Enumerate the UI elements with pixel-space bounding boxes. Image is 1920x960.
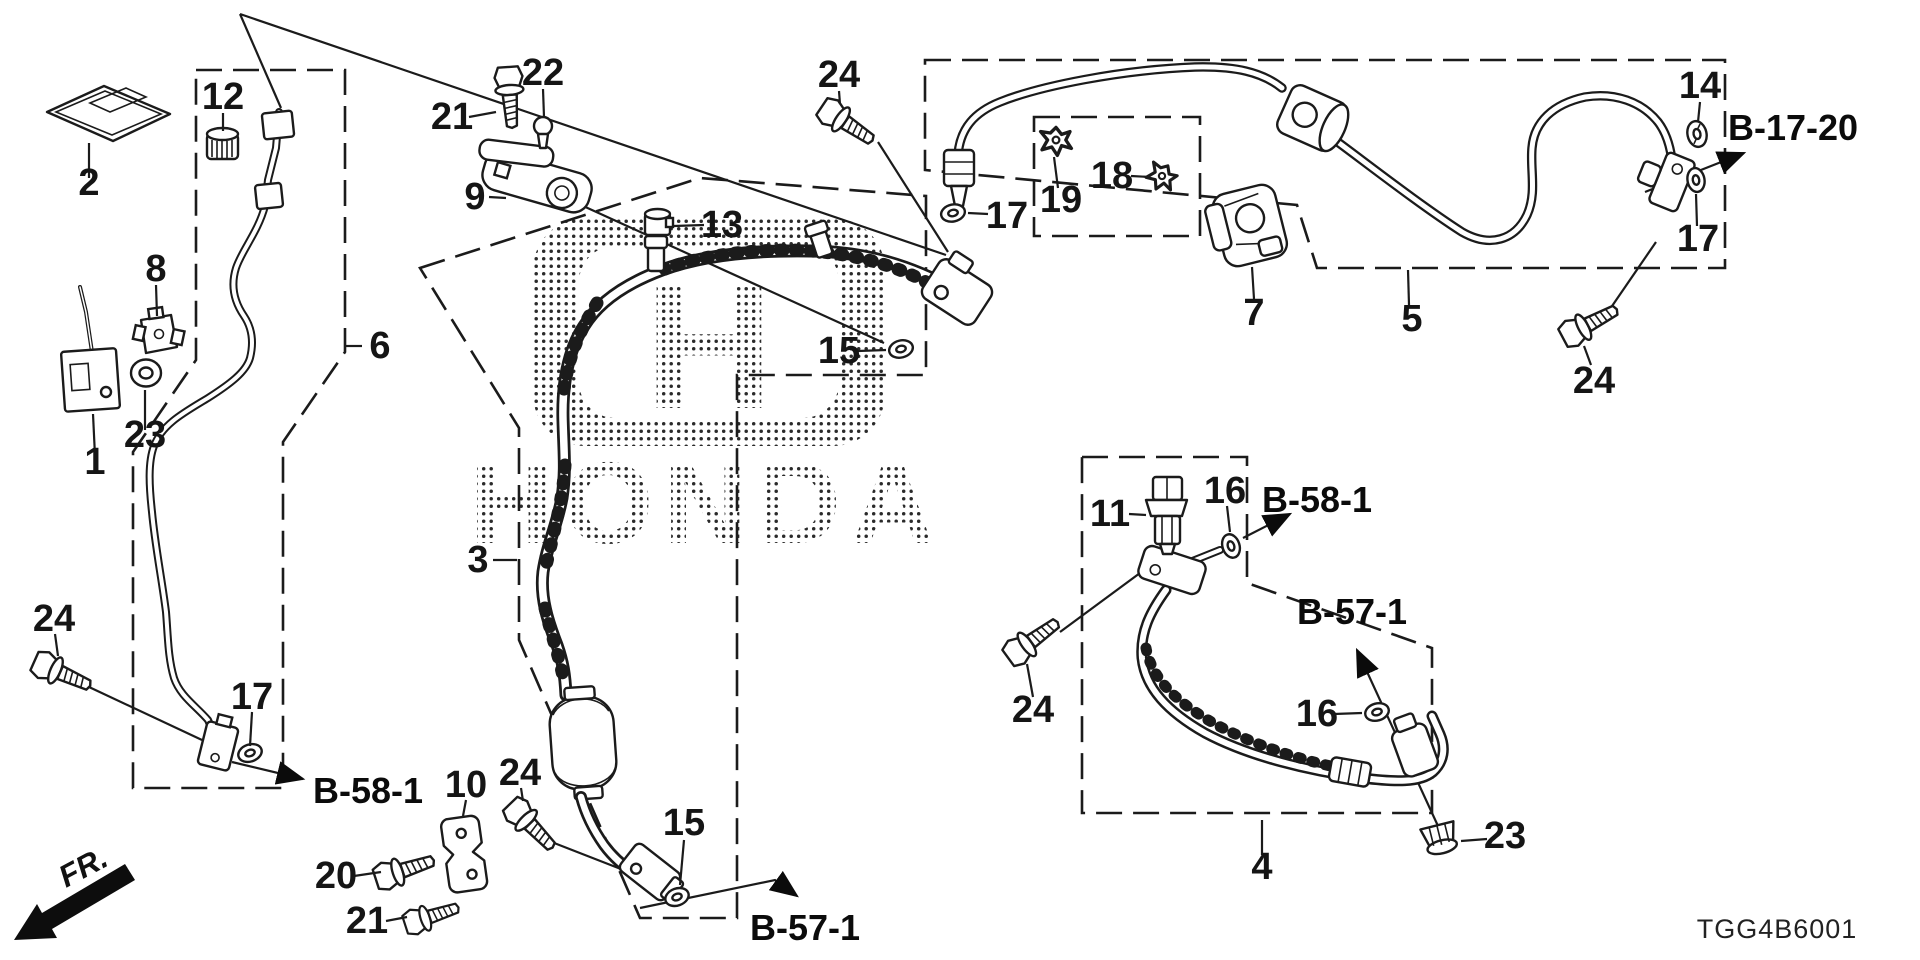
part-14-grommet (1686, 119, 1708, 149)
part-9-bracket (478, 138, 593, 214)
label-part-10: 10 (445, 764, 487, 806)
label-part-24-bottom: 24 (499, 752, 541, 794)
ref-label-b-58-1-right: B-58-1 (1262, 479, 1372, 520)
ref-label-b-57-1-right: B-57-1 (1297, 591, 1407, 632)
ref-label-b-58-1-left: B-58-1 (313, 770, 423, 811)
label-part-5: 5 (1401, 298, 1422, 340)
fr-arrow (14, 864, 135, 940)
part-1-bracket (59, 285, 122, 457)
ref-arrow-b-58-1-right (1242, 512, 1293, 539)
label-part-17-top: 17 (986, 195, 1028, 237)
ref-label-b-57-1-bottom: B-57-1 (750, 907, 860, 948)
part-labels: 2 12 8 23 1 6 21 22 9 13 24 15 17 19 18 … (33, 52, 1721, 942)
label-part-12: 12 (202, 76, 244, 118)
label-part-21-bottom: 21 (346, 900, 388, 942)
part-8-valve (131, 305, 186, 355)
part-16-oring-top (1218, 530, 1244, 562)
assembly-box-part3 (418, 176, 928, 920)
part-24-bolt-mid-right (998, 609, 1068, 671)
part-22-screw (532, 88, 554, 150)
label-part-6: 6 (369, 325, 390, 367)
part-15-oring-top (886, 336, 916, 362)
leader-lines (88, 12, 1657, 873)
reference-labels: B-17-20 B-58-1 B-57-1 B-58-1 B-57-1 (313, 107, 1858, 948)
label-part-24-top: 24 (818, 54, 860, 96)
label-part-8: 8 (145, 248, 166, 290)
label-part-16-bottom: 16 (1296, 693, 1338, 735)
label-part-16-top: 16 (1204, 470, 1246, 512)
diagram-code: TGG4B6001 (1697, 914, 1858, 944)
label-part-17-right: 17 (1677, 218, 1719, 260)
label-part-15-top: 15 (818, 330, 860, 372)
label-part-14: 14 (1679, 65, 1721, 107)
ref-label-b-17-20: B-17-20 (1728, 107, 1858, 148)
part-20-bolt (370, 845, 440, 894)
label-part-11: 11 (1090, 493, 1130, 535)
part-6-pipe (145, 108, 296, 772)
part-19-clip (1038, 125, 1074, 158)
part-24-bolt-top (812, 93, 882, 154)
assembly-box-clips (1032, 115, 1202, 238)
label-leaders (346, 269, 1411, 855)
label-part-18: 18 (1091, 155, 1133, 197)
label-part-1: 1 (84, 441, 105, 483)
part-23-nut-right (1419, 820, 1459, 856)
fr-direction-indicator: FR. (14, 840, 135, 940)
part-21-bolt-bottom (400, 894, 464, 939)
part-3-suction-hose (535, 219, 994, 903)
label-part-15-bottom: 15 (663, 802, 705, 844)
label-part-7: 7 (1243, 292, 1264, 334)
part-4-discharge-hose (1136, 544, 1449, 788)
honda-watermark: H HONDA (469, 218, 944, 568)
part-24-bolt-bottom (498, 792, 564, 859)
label-part-2: 2 (78, 162, 99, 204)
assembly-box-part5 (923, 58, 1727, 270)
part-11-pressure-sensor (1144, 475, 1189, 556)
label-part-19: 19 (1040, 179, 1082, 221)
label-part-24-left: 24 (33, 598, 75, 640)
label-part-3: 3 (467, 539, 488, 581)
label-part-13: 13 (701, 204, 743, 246)
part-23-grommet-left (129, 358, 163, 430)
label-part-22: 22 (522, 52, 564, 94)
part-17-oring-right (1684, 165, 1708, 195)
part-10-bracket (440, 814, 489, 894)
assembly-box-part6 (131, 68, 347, 790)
label-part-4: 4 (1251, 846, 1272, 888)
label-part-23-left: 23 (124, 414, 166, 456)
label-part-21-top: 21 (431, 96, 473, 138)
label-part-9: 9 (464, 176, 485, 218)
honda-h-mark-letter: H (645, 247, 774, 446)
label-part-24-mid-right: 24 (1012, 689, 1054, 731)
label-part-24-right: 24 (1573, 360, 1615, 402)
assembly-box-part4 (1080, 455, 1434, 815)
part-12-cap (205, 113, 240, 161)
part-16-oring-bottom (1361, 699, 1393, 725)
part-17-oring-top (938, 200, 968, 226)
label-part-17-left: 17 (231, 676, 273, 718)
label-part-23-right: 23 (1484, 815, 1526, 857)
part-2-caution-plate (45, 84, 172, 178)
part-13-cap (643, 207, 705, 237)
ref-arrow-b-58-1-left (231, 760, 306, 785)
label-part-20: 20 (315, 855, 357, 897)
honda-wordmark: HONDA (469, 438, 944, 568)
part-24-bolt-left (27, 647, 98, 700)
part-7-bracket (1204, 183, 1289, 268)
part-24-bolt-right (1555, 295, 1625, 352)
